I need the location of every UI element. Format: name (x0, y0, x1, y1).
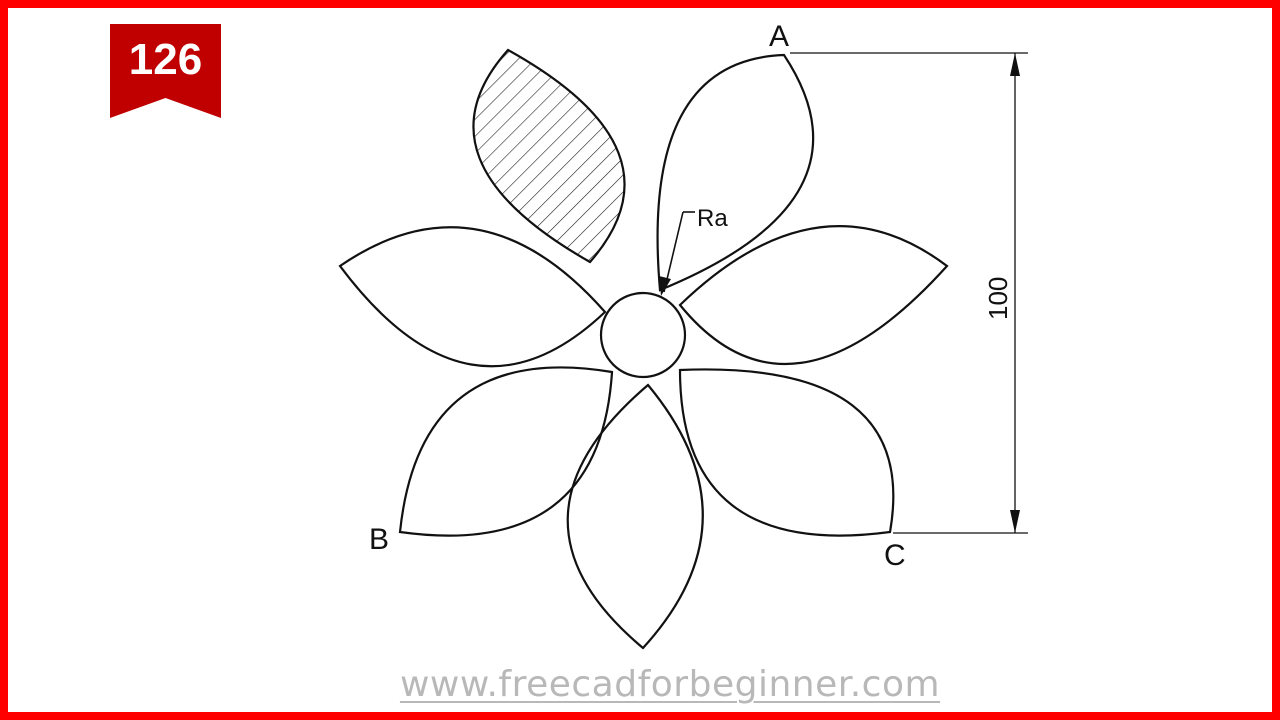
petal-hatched (472, 48, 626, 264)
petals (338, 48, 949, 650)
petal-right (678, 225, 949, 366)
petal-bottom (566, 383, 704, 650)
dimension-arrow-top (1010, 53, 1020, 76)
dimension-value-label: 100 (983, 277, 1013, 320)
center-circle (599, 291, 687, 379)
point-c-label: C (884, 539, 906, 572)
petal-bottom-right (678, 368, 895, 537)
petal-bottom-left (398, 366, 614, 537)
exercise-number: 126 (128, 35, 203, 84)
website-link[interactable]: www.freecadforbeginner.com (399, 664, 941, 705)
dimension-arrow-bottom (1010, 510, 1020, 533)
exercise-number-badge: 126 (110, 24, 221, 118)
vertical-dimension (790, 52, 1028, 534)
point-a-label: A (769, 20, 789, 53)
petal-left (338, 226, 607, 368)
petal-top-right (656, 53, 815, 292)
point-b-label: B (369, 523, 389, 556)
radius-label: Ra (697, 205, 728, 232)
radius-leader (659, 211, 695, 296)
bookmark-ribbon-icon (110, 24, 221, 118)
